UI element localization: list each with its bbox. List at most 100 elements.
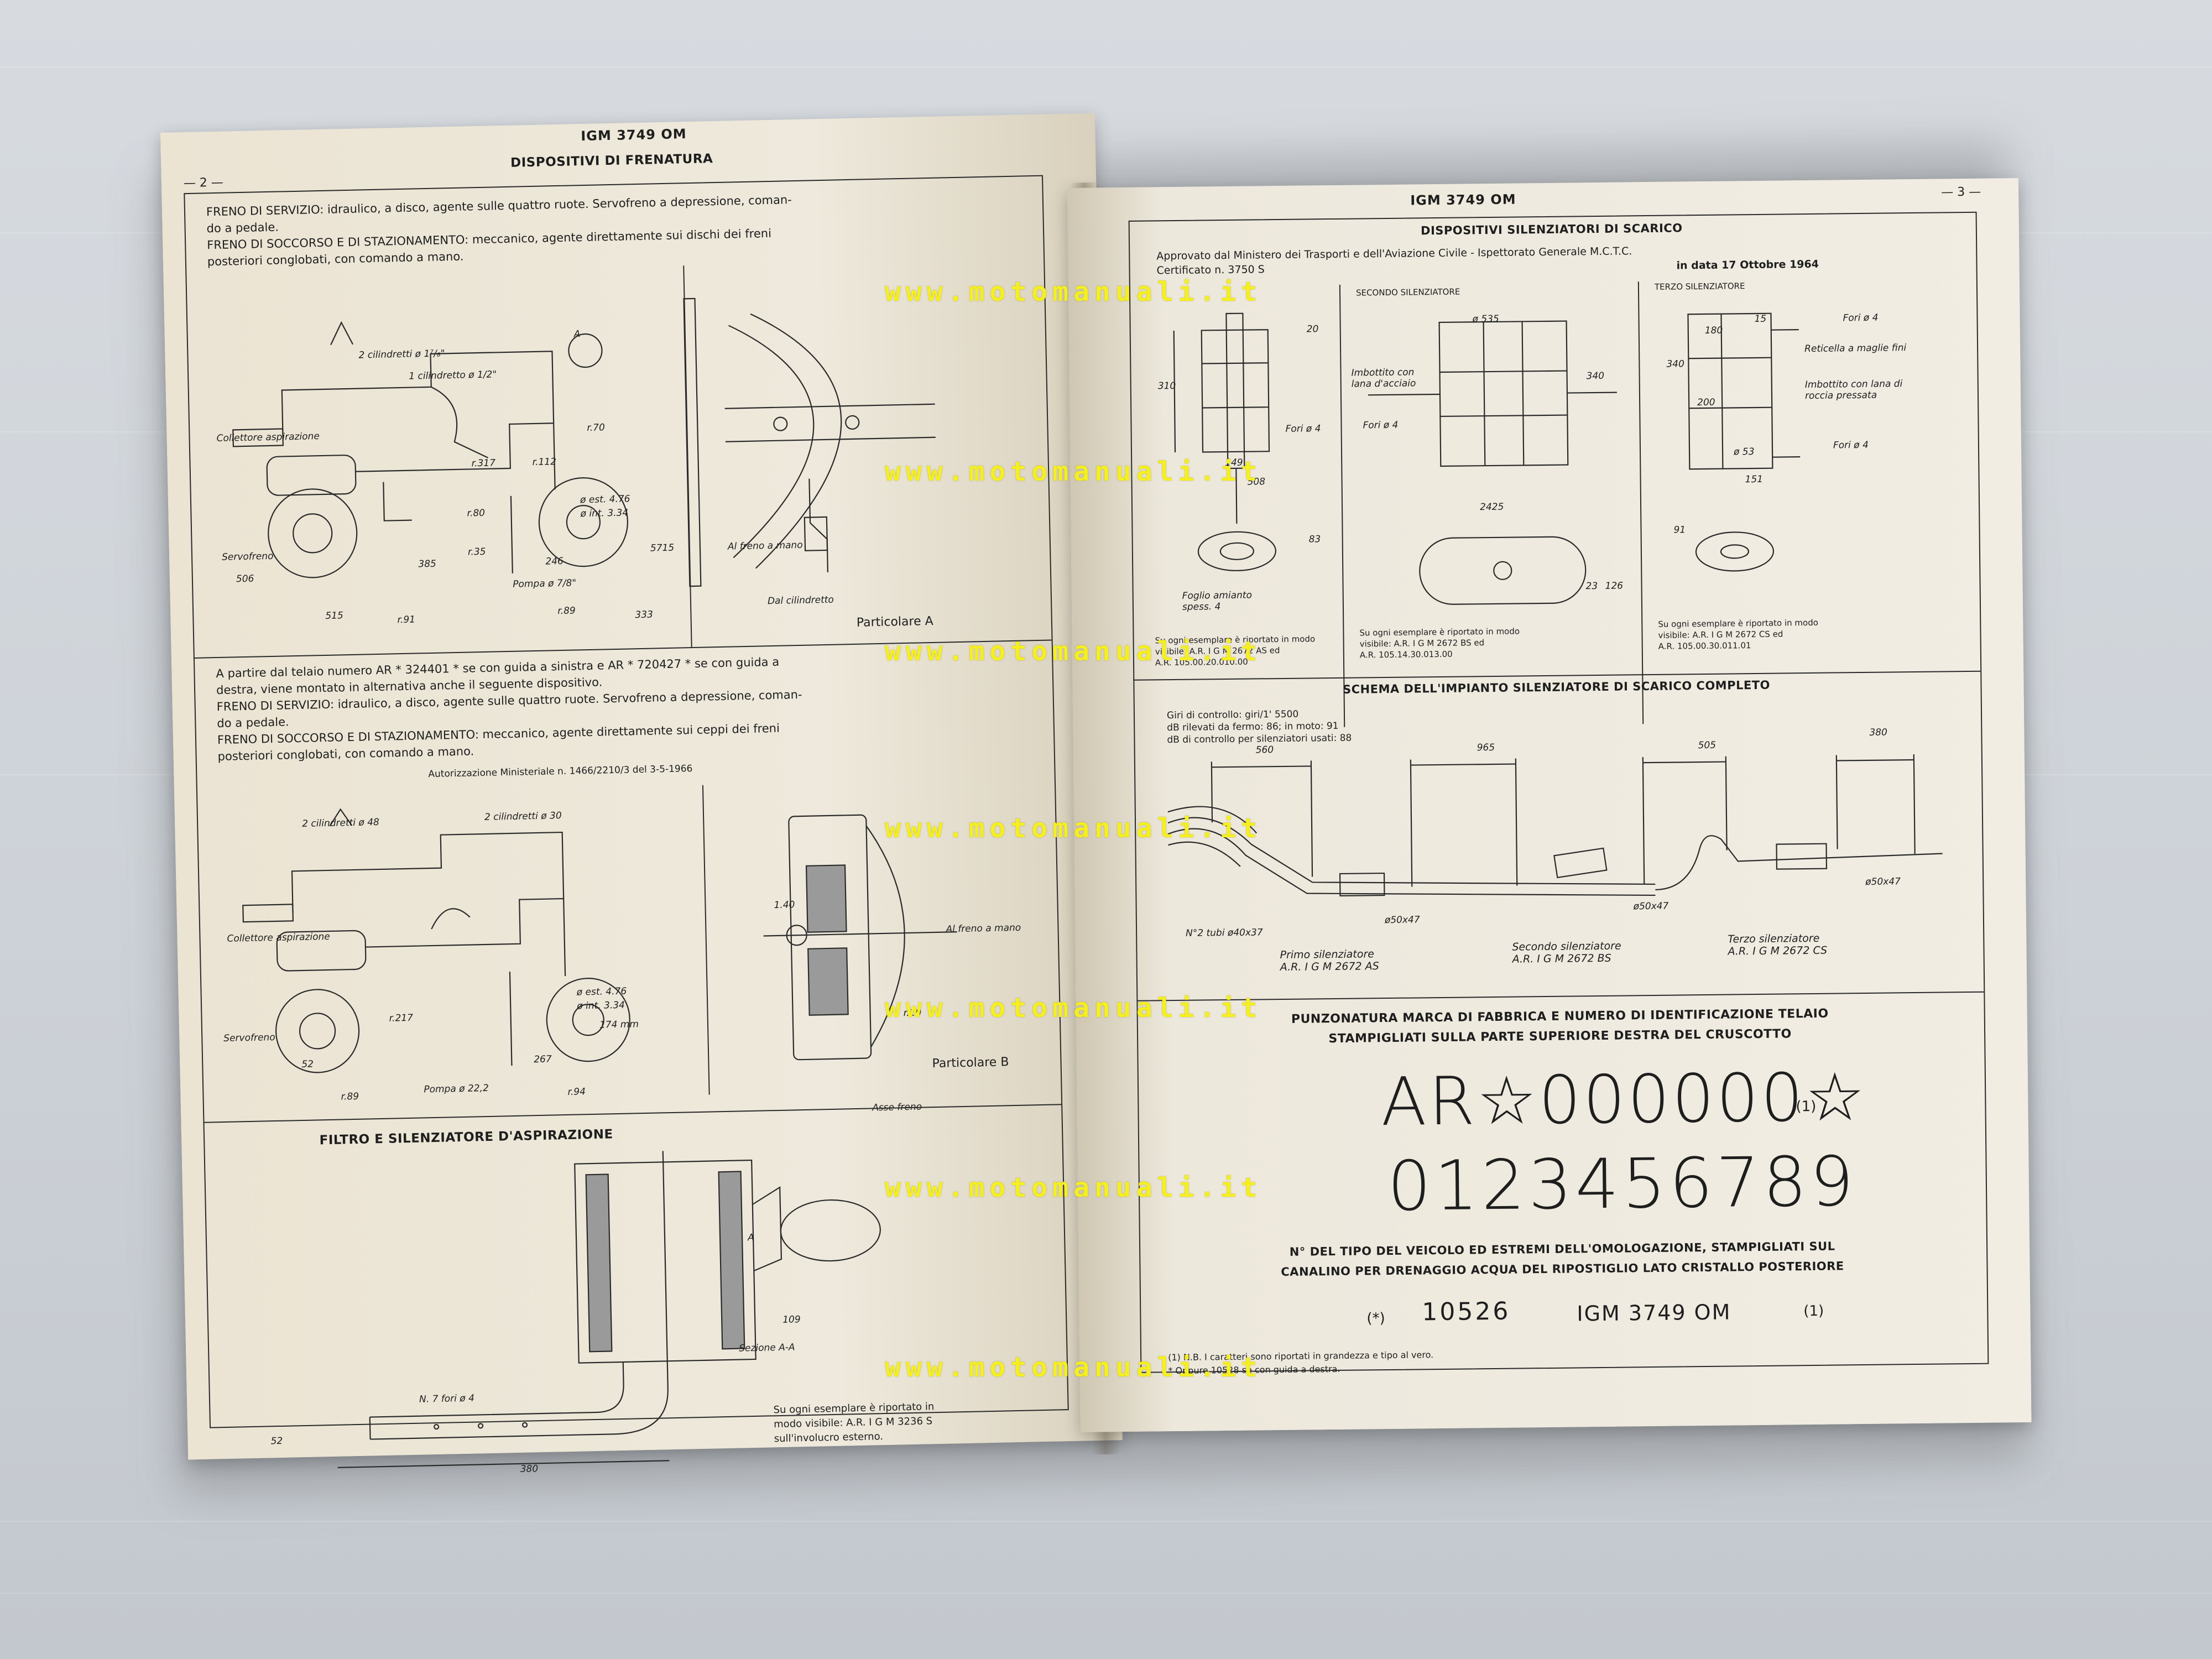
label-cylinder-1: 1 cilindretto ø 1/2" xyxy=(409,369,497,382)
watermark-3: www.motomanuali.it xyxy=(885,636,1262,667)
label-dim-267: 267 xyxy=(534,1053,552,1066)
type-ref: (1) xyxy=(1803,1302,1824,1320)
m2-dim-2425: 2425 xyxy=(1479,501,1504,513)
label-dim-52: 52 xyxy=(301,1058,314,1071)
label-r217: r.217 xyxy=(389,1012,414,1024)
brake-circuit-drawing-a xyxy=(232,298,936,587)
schema-tubi: N°2 tubi ø40x37 xyxy=(1186,927,1263,939)
watermark-7: www.motomanuali.it xyxy=(885,1352,1262,1383)
label-al-freno-a: Al freno a mano xyxy=(727,539,803,552)
m3-dim-180: 180 xyxy=(1704,325,1723,336)
label-dia-int-b: ø int. 3.34 xyxy=(577,999,625,1012)
label-r89-b: r.89 xyxy=(341,1091,359,1103)
label-dim-515: 515 xyxy=(325,610,344,622)
watermark-4: www.motomanuali.it xyxy=(885,813,1262,844)
stamp-chassis-prefix: AR☆000000☆ xyxy=(1380,1058,1867,1141)
col-third-heading: TERZO SILENZIATORE xyxy=(1654,281,1745,292)
schema-dim-505: 505 xyxy=(1698,739,1717,752)
stamp-ref: (1) xyxy=(1796,1098,1817,1115)
label-dia-int: ø int. 3.34 xyxy=(580,507,629,520)
schema-third-muffler: Terzo silenziatore A.R. I G M 2672 CS xyxy=(1728,932,1828,958)
m3-dim-151: 151 xyxy=(1745,473,1764,486)
m1-foglio: Foglio amianto spess. 4 xyxy=(1182,589,1253,613)
label-dim-5715: 5715 xyxy=(650,542,675,554)
m3-dim-53: ø 53 xyxy=(1733,446,1755,458)
m3-dim-200: 200 xyxy=(1697,397,1715,409)
col-second-heading: SECONDO SILENZIATORE xyxy=(1355,286,1460,298)
label-dim-380-intake: 380 xyxy=(520,1463,539,1475)
type-number: 10526 xyxy=(1422,1297,1511,1327)
schema-dim-965: 965 xyxy=(1477,742,1495,754)
label-cyl-30: 2 cilindretti ø 30 xyxy=(484,810,562,823)
left-page-number: — 2 — xyxy=(183,175,224,191)
label-cylinders-2: 2 cilindretti ø 1⁷/₈" xyxy=(358,348,445,361)
m2-fori: Fori ø 4 xyxy=(1363,419,1399,431)
m1-dim-83: 83 xyxy=(1308,534,1321,545)
right-page-number: — 3 — xyxy=(1941,185,1981,200)
left-page-header: IGM 3749 OM xyxy=(581,126,687,144)
right-page-header: IGM 3749 OM xyxy=(1410,191,1516,208)
label-particolare-a: Particolare A xyxy=(856,614,933,630)
schema-dim-560: 560 xyxy=(1255,744,1274,756)
schema-dim-5047-c: ø50x47 xyxy=(1865,876,1901,888)
label-cyl-48: 2 cilindretti ø 48 xyxy=(302,816,380,830)
third-muffler-drawing xyxy=(1687,312,1801,572)
second-muffler-drawing xyxy=(1368,320,1617,605)
label-dal-cilindretto: Dal cilindretto xyxy=(767,594,834,607)
first-muffler-drawing xyxy=(1173,312,1276,571)
label-dim-140: 1.40 xyxy=(774,899,795,911)
m1-dim-20: 20 xyxy=(1306,324,1319,335)
label-dim-174: 174 mm xyxy=(599,1019,639,1031)
m3-fori-2: Fori ø 4 xyxy=(1833,439,1869,451)
label-r91: r.91 xyxy=(397,614,416,626)
m2-dim-535: ø 535 xyxy=(1472,313,1499,325)
approval-date: in data 17 Ottobre 1964 xyxy=(1676,258,1819,272)
label-r80: r.80 xyxy=(467,507,486,519)
label-pump-b: Pompa ø 22,2 xyxy=(424,1082,489,1095)
intake-note: Su ogni esemplare è riportato in modo vi… xyxy=(773,1401,935,1445)
watermark-5: www.motomanuali.it xyxy=(885,993,1262,1024)
m3-fori-1: Fori ø 4 xyxy=(1843,312,1879,324)
m1-fori: Fori ø 4 xyxy=(1285,423,1321,435)
label-r70: r.70 xyxy=(587,422,606,434)
label-r89: r.89 xyxy=(557,605,576,617)
exhaust-system-drawing xyxy=(1167,754,1943,897)
schema-dim-5047-a: ø50x47 xyxy=(1384,914,1420,926)
m2-dim-340: 340 xyxy=(1586,370,1605,382)
watermark-1: www.motomanuali.it xyxy=(885,276,1262,307)
watermark-2: www.motomanuali.it xyxy=(885,456,1262,487)
m3-reticella: Reticella a maglie fini xyxy=(1804,342,1907,355)
label-a-intake: A xyxy=(747,1232,754,1244)
label-fori-intake: N. 7 fori ø 4 xyxy=(419,1392,475,1405)
label-particolare-b: Particolare B xyxy=(932,1055,1009,1071)
label-dim-109: 109 xyxy=(782,1314,801,1326)
brake-circuit-drawing-b xyxy=(242,808,957,1073)
label-collettore: Collettore aspirazione xyxy=(216,431,320,444)
rpm-text: Giri di controllo: giri/1' 5500 dB rilev… xyxy=(1166,708,1352,746)
schema-dim-5047-b: ø50x47 xyxy=(1633,900,1669,912)
stamp-digits: 0123456789 xyxy=(1387,1142,1858,1227)
label-r317: r.317 xyxy=(471,457,496,469)
label-collettore-b: Collettore aspirazione xyxy=(227,931,330,945)
label-r94: r.94 xyxy=(567,1086,586,1098)
label-servofreno: Servofreno xyxy=(221,550,274,563)
m2-imbottito: Imbottito con lana d'acciaio xyxy=(1351,367,1416,390)
label-detail-a-ref: A xyxy=(573,328,581,340)
watermark-6: www.motomanuali.it xyxy=(885,1172,1262,1203)
m2-dim-23: 23 xyxy=(1585,580,1598,592)
m3-imbottito: Imbottito con lana di roccia pressata xyxy=(1804,378,1903,402)
label-dia-ext: ø est. 4.76 xyxy=(580,493,630,506)
label-dim-506: 506 xyxy=(236,573,254,585)
intake-filter-drawing xyxy=(337,1151,881,1468)
schema-dim-380: 380 xyxy=(1869,727,1887,738)
m3-dim-15: 15 xyxy=(1754,313,1767,325)
type-igm: IGM 3749 OM xyxy=(1577,1300,1731,1326)
label-r35: r.35 xyxy=(467,546,486,558)
schema-second-muffler: Secondo silenziatore A.R. I G M 2672 BS xyxy=(1512,940,1621,966)
type-star: (*) xyxy=(1366,1310,1385,1327)
label-pump: Pompa ø 7/8" xyxy=(513,577,577,590)
label-al-freno-b: Al freno a mano xyxy=(946,922,1021,935)
label-dia-ext-b: ø est. 4.76 xyxy=(576,985,627,998)
